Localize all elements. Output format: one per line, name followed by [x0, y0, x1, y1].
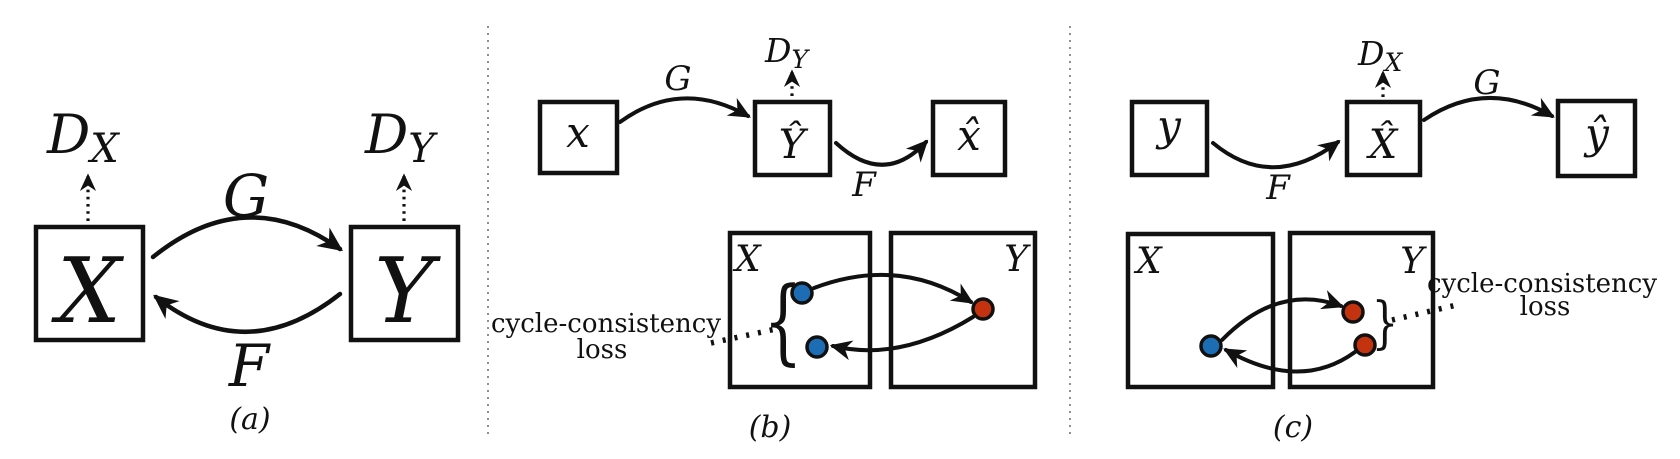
set-x-label: X [732, 239, 762, 280]
input-x-label: x [566, 108, 590, 157]
set-y-label: Y [1400, 241, 1427, 282]
input-y-box [1129, 99, 1210, 178]
mapping-f-label: F [1265, 168, 1291, 208]
input-y-label: y [1155, 101, 1182, 150]
reconstructed-yhat-box [1555, 98, 1638, 179]
set-y-label: Y [1004, 239, 1031, 280]
discriminator-x-label: DX [1357, 34, 1403, 77]
discriminator-y-subscript: Y [791, 45, 810, 74]
forward-cycle-arrow [812, 272, 974, 304]
panel-c-caption: (c) [1273, 410, 1313, 445]
reconstructed-yhat-label: ŷ [1583, 109, 1610, 158]
mapping-g-arrow [1422, 96, 1555, 122]
cycle-consistency-loss-label-line2: loss [1520, 292, 1571, 322]
panel-a: X Y DX DY G F (a) [33, 103, 461, 437]
discriminator-y-label: DY [764, 31, 810, 74]
discriminator-y-label: DY [364, 103, 438, 172]
discriminator-x-label: DX [46, 103, 120, 172]
sample-y-dot [1353, 333, 1377, 357]
discriminator-y-base: D [364, 103, 408, 166]
set-x-box [727, 230, 873, 390]
input-x-box [537, 99, 620, 176]
discriminator-x-base: D [1357, 34, 1384, 73]
reconstructed-y-dot [1341, 300, 1365, 324]
sample-x-dot [790, 281, 814, 305]
discriminator-x-subscript: X [1382, 48, 1403, 77]
backward-cycle-arrow [829, 315, 975, 361]
reconstructed-x-dot [805, 335, 829, 359]
panel-c: y F X̂ DX G ŷ X Y } cycle-consistency lo… [1125, 34, 1657, 445]
mapped-x-dot [1199, 334, 1223, 358]
discriminator-x-base: D [46, 103, 90, 166]
mapping-g-label: G [1473, 63, 1500, 103]
mapping-g-arrow [150, 215, 344, 260]
set-x-label: X [1133, 241, 1163, 282]
mapping-f-label: F [851, 165, 877, 205]
domain-x-label: X [51, 239, 125, 344]
domain-y-label: Y [374, 239, 441, 344]
discriminator-y-subscript: Y [408, 126, 438, 172]
mapping-f-arrow [153, 291, 343, 334]
mapped-y-dot [971, 297, 995, 321]
loss-brace: { [763, 267, 802, 375]
mapping-f-label: F [228, 332, 271, 400]
set-y-box [888, 230, 1038, 390]
loss-brace: } [1372, 290, 1399, 356]
forward-cycle-arrow [1220, 290, 1345, 342]
mapping-g-arrow [618, 96, 751, 124]
generated-yhat-label: Ŷ [779, 121, 809, 168]
panel-a-caption: (a) [229, 402, 270, 437]
reconstructed-xhat-label: x̂ [957, 111, 981, 160]
mapping-f-arrow [1211, 140, 1341, 170]
discriminator-x-subscript: X [87, 126, 120, 172]
panel-b: x G Ŷ DY F x̂ X Y { cycle-consistency lo… [491, 31, 1038, 445]
generated-xhat-label: X̂ [1366, 122, 1399, 168]
backward-cycle-arrow [1223, 348, 1357, 374]
cycle-consistency-loss-label-line1: cycle-consistency [491, 309, 721, 339]
mapping-f-arrow [834, 139, 929, 167]
cycle-consistency-loss-label-line1: cycle-consistency [1427, 269, 1657, 299]
cycle-consistency-loss-label-line2: loss [577, 335, 628, 365]
domain-x-box [33, 224, 146, 343]
reconstructed-xhat-box [930, 99, 1008, 178]
mapping-g-label: G [664, 59, 691, 99]
generated-yhat-box [752, 99, 833, 178]
discriminator-y-base: D [764, 31, 791, 70]
panel-b-caption: (b) [749, 410, 792, 445]
domain-y-box [348, 224, 461, 343]
generated-xhat-box [1344, 99, 1423, 178]
mapping-g-label: G [223, 162, 269, 230]
